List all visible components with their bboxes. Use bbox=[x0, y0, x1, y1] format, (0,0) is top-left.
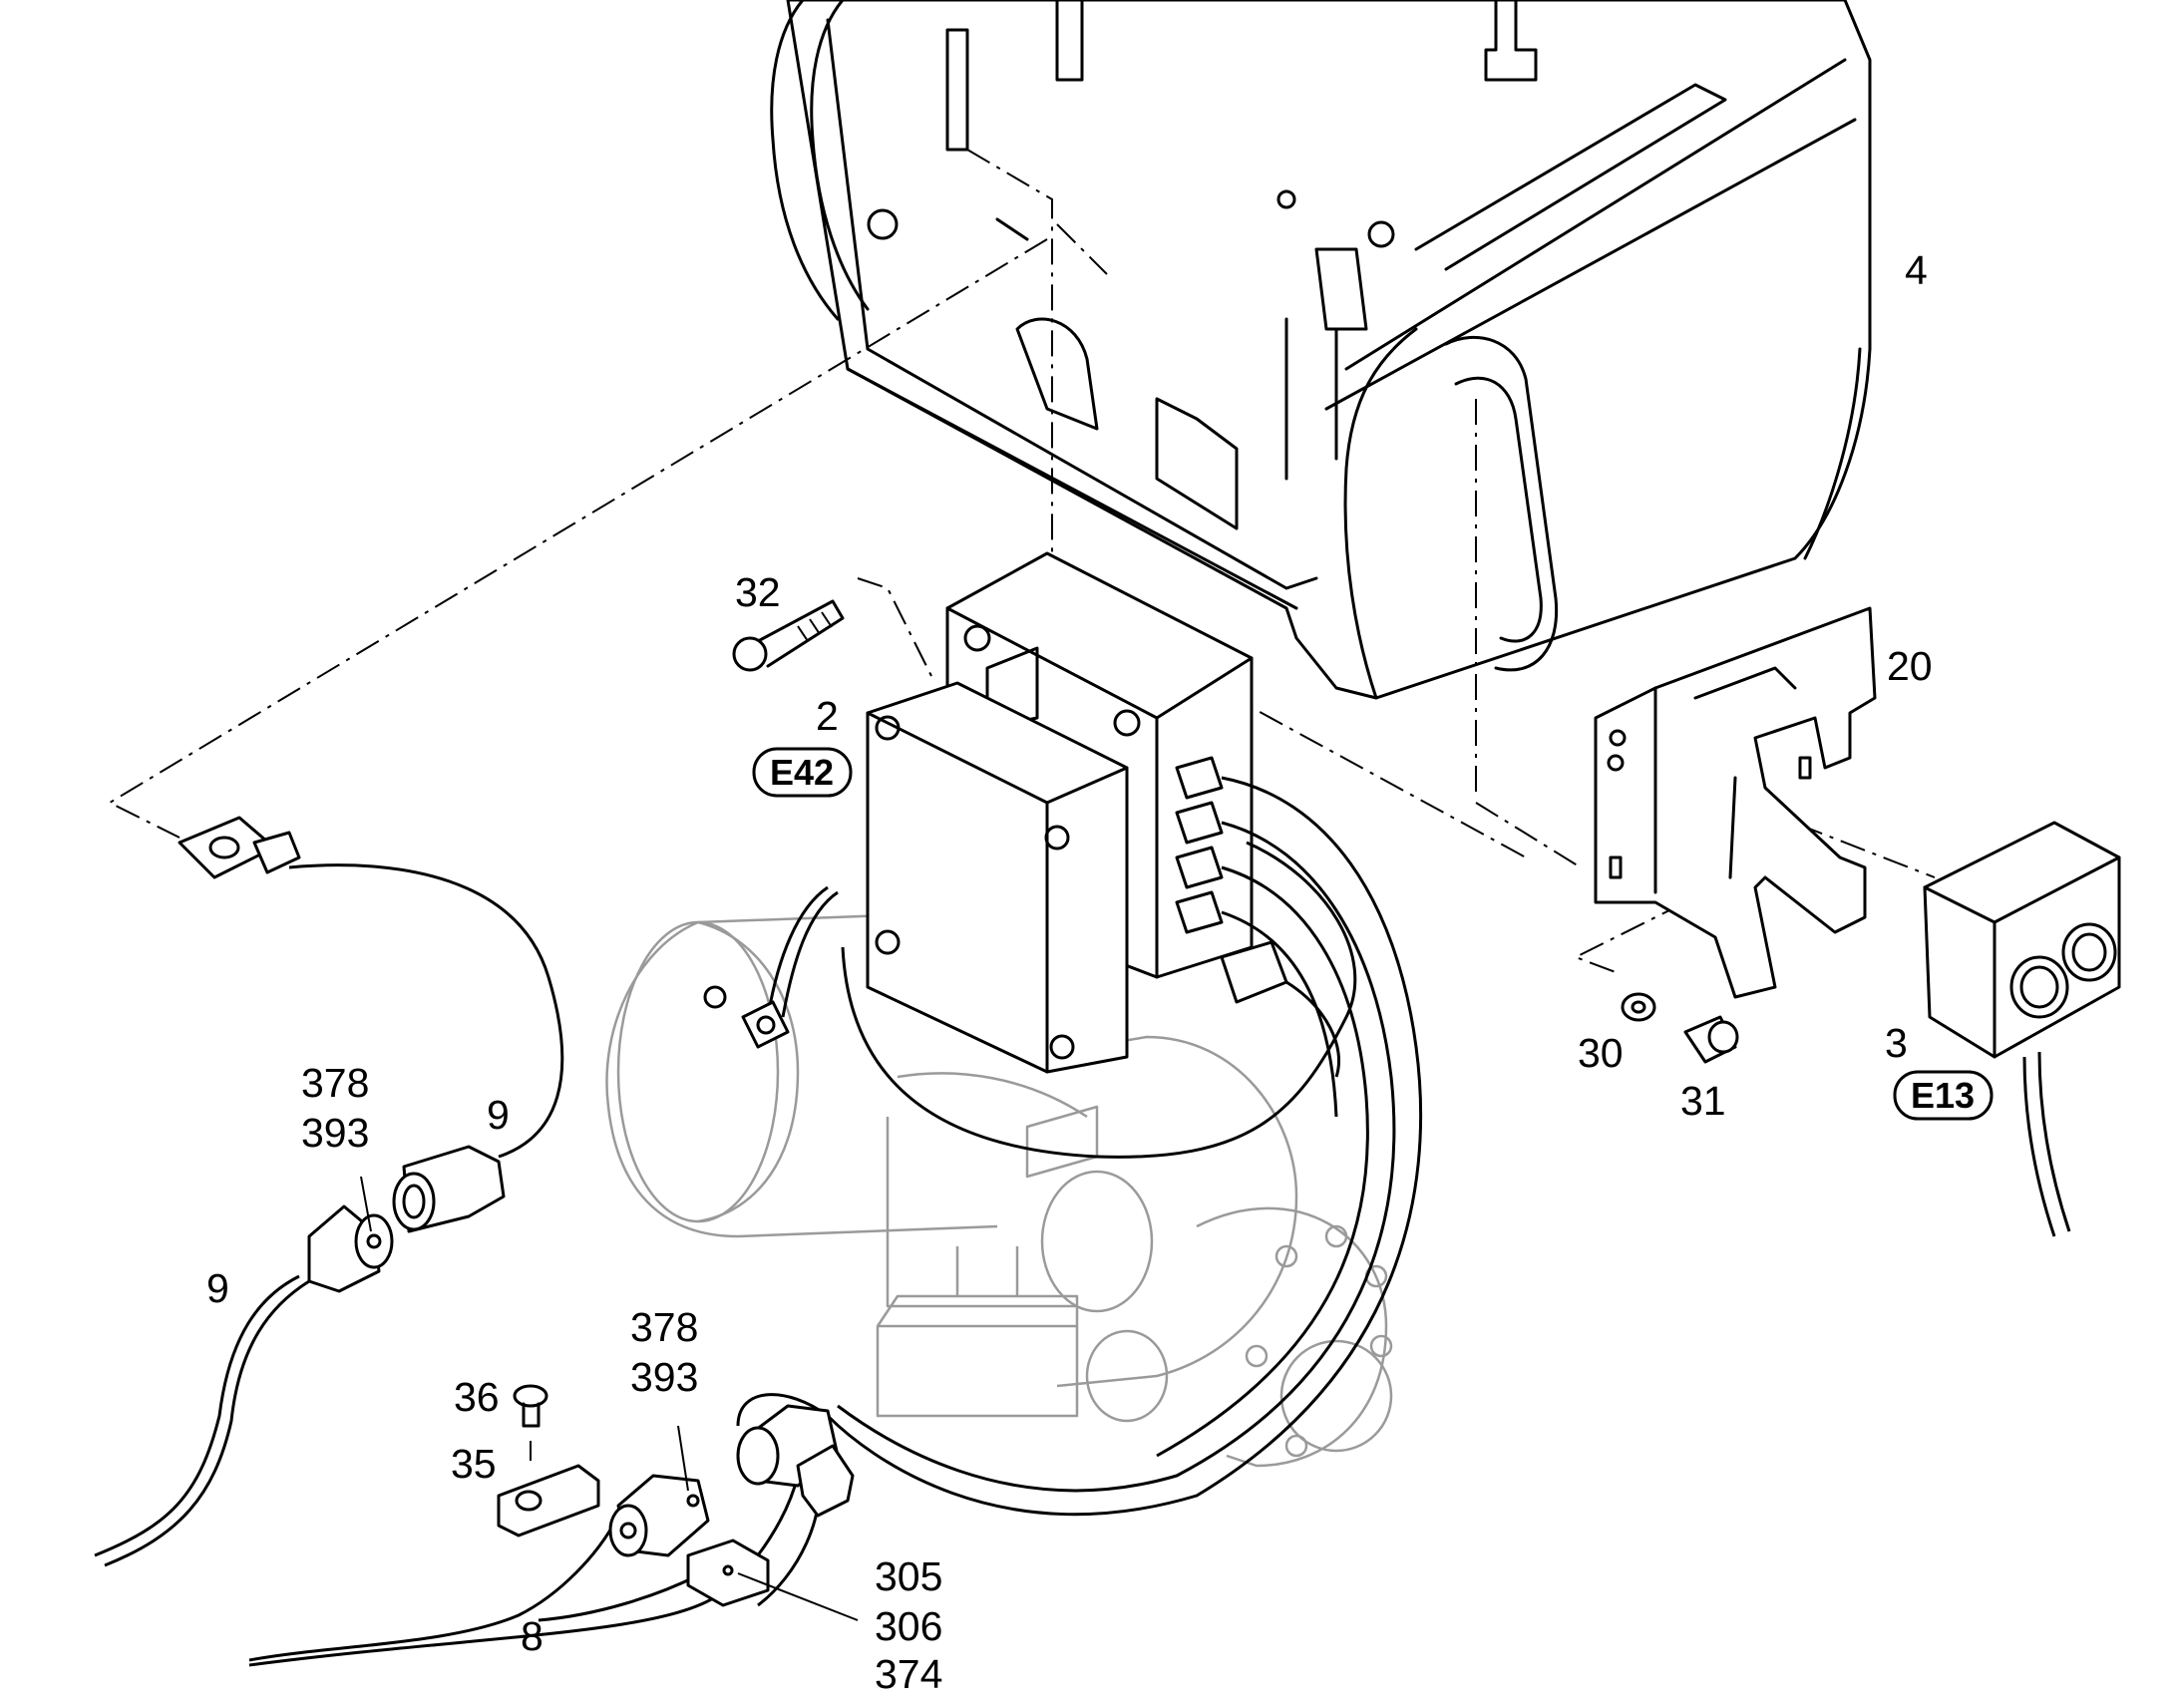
callout-305: 305 bbox=[875, 1553, 942, 1599]
assembly-lines bbox=[107, 149, 1936, 973]
callout-20: 20 bbox=[1887, 643, 1933, 689]
callout-374: 374 bbox=[875, 1651, 942, 1697]
callout-35: 35 bbox=[451, 1441, 497, 1487]
screw-36 bbox=[513, 1384, 548, 1461]
callout-393-upper: 393 bbox=[301, 1110, 369, 1156]
connector-9-socket bbox=[307, 1204, 394, 1293]
callout-32: 32 bbox=[735, 569, 781, 615]
flat-connector-305 bbox=[686, 1538, 770, 1607]
motor-ground-lug bbox=[703, 985, 790, 1049]
connector-9-plug bbox=[392, 1145, 506, 1233]
callout-9-upper: 9 bbox=[487, 1092, 510, 1138]
cables bbox=[94, 776, 1423, 1667]
callout-8: 8 bbox=[521, 1613, 544, 1659]
ref-badge-E42: E42 bbox=[752, 747, 853, 798]
callout-393-lower: 393 bbox=[630, 1354, 698, 1400]
cable-glands bbox=[1175, 756, 1224, 934]
callout-378-upper: 378 bbox=[301, 1060, 369, 1106]
callout-labels: 4 32 2 E42 20 30 31 3 E13 378 393 9 9 37… bbox=[206, 247, 1994, 1697]
callout-9-lower: 9 bbox=[206, 1265, 229, 1311]
washer-30 bbox=[1621, 992, 1656, 1022]
clamp-35 bbox=[497, 1464, 600, 1537]
motor-pump-assembly bbox=[605, 910, 1393, 1468]
callout-36: 36 bbox=[454, 1374, 500, 1420]
control-box-3 bbox=[1923, 821, 2121, 1237]
ref-badge-E13: E13 bbox=[1893, 1070, 1994, 1121]
callout-30: 30 bbox=[1578, 1030, 1624, 1076]
ref-E42: E42 bbox=[770, 752, 834, 793]
ref-E13: E13 bbox=[1911, 1075, 1975, 1116]
connector-pair-right bbox=[736, 1404, 855, 1518]
callout-306: 306 bbox=[875, 1603, 942, 1649]
callout-31: 31 bbox=[1680, 1078, 1726, 1124]
ring-terminal bbox=[178, 816, 301, 879]
junction-box bbox=[866, 551, 1288, 1074]
bracket-20 bbox=[1594, 606, 1877, 999]
screw-31 bbox=[1683, 1015, 1739, 1064]
connector-378-lower bbox=[608, 1474, 710, 1557]
callout-2: 2 bbox=[816, 693, 839, 739]
callout-3: 3 bbox=[1885, 1020, 1908, 1066]
callout-4: 4 bbox=[1905, 247, 1928, 293]
bolt-32 bbox=[732, 599, 845, 672]
leader-lines bbox=[360, 1176, 859, 1621]
callout-378-lower: 378 bbox=[630, 1304, 698, 1350]
frame-housing bbox=[770, 0, 1872, 700]
